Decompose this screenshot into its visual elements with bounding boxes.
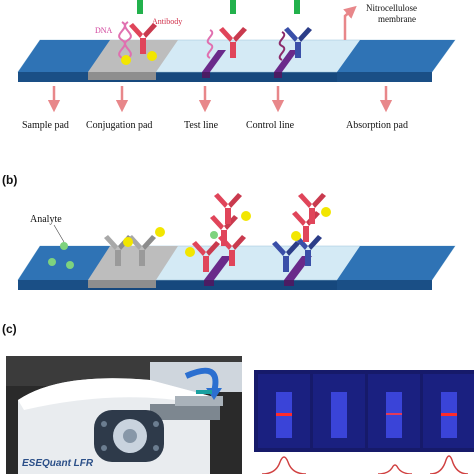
control-line-bar (274, 50, 298, 72)
panel-a: DNA Antibody Nitrocellulose membrane Sam… (17, 0, 456, 131)
test-line-bar (202, 50, 226, 72)
signal-curve (429, 455, 469, 474)
control-line-label: Control line (246, 120, 295, 131)
nitrocellulose-label: Nitrocellulose (366, 3, 417, 13)
signal-curve (261, 456, 307, 474)
panel-b: (b) Analyte (2, 173, 456, 290)
dna-strand (206, 29, 214, 59)
gold-nanoparticle (291, 231, 301, 241)
green-marker (294, 0, 300, 14)
gold-nanoparticle (123, 237, 133, 247)
absorption-pad (337, 40, 455, 72)
gold-nanoparticle (241, 211, 251, 221)
sample-pad-label: Sample pad (22, 120, 69, 131)
panel-c: (c) ESEQuant LFR (2, 322, 474, 474)
dna-strand (278, 31, 286, 61)
gold-nanoparticle (121, 55, 131, 65)
absorption-pad-label: Absorption pad (346, 120, 408, 131)
green-marker (230, 0, 236, 14)
sample-pad (18, 246, 112, 280)
signal-plot (254, 452, 474, 474)
gold-nanoparticle (185, 247, 195, 257)
test-band (386, 413, 402, 415)
conjugation-pad (88, 40, 178, 72)
insert-arrow (184, 367, 219, 393)
test-band (441, 413, 457, 416)
analyte-particle (60, 242, 68, 250)
analyte-particle (66, 261, 74, 269)
sample-pad (18, 40, 112, 72)
membrane-label: membrane (378, 14, 416, 24)
test-line-label: Test line (184, 120, 219, 131)
panel-c-label: (c) (2, 322, 17, 336)
panel-b-label: (b) (2, 173, 17, 187)
absorption-pad (337, 246, 455, 280)
gold-nanoparticle (155, 227, 165, 237)
gold-nanoparticle (321, 207, 331, 217)
conjugation-pad (88, 246, 178, 280)
analyte-particle (48, 258, 56, 266)
conjugation-pad-label: Conjugation pad (86, 120, 152, 131)
analyte-particle (210, 231, 218, 239)
test-band (276, 413, 292, 416)
gold-nanoparticle (147, 51, 157, 61)
dna-label: DNA (95, 26, 113, 35)
signal-curve (377, 464, 413, 474)
analyte-label: Analyte (30, 214, 62, 225)
antibody-label: Antibody (152, 17, 182, 26)
green-marker (137, 0, 143, 14)
device-brand-text: ESEQuant LFR (22, 458, 94, 469)
test-line-bar (204, 256, 232, 280)
